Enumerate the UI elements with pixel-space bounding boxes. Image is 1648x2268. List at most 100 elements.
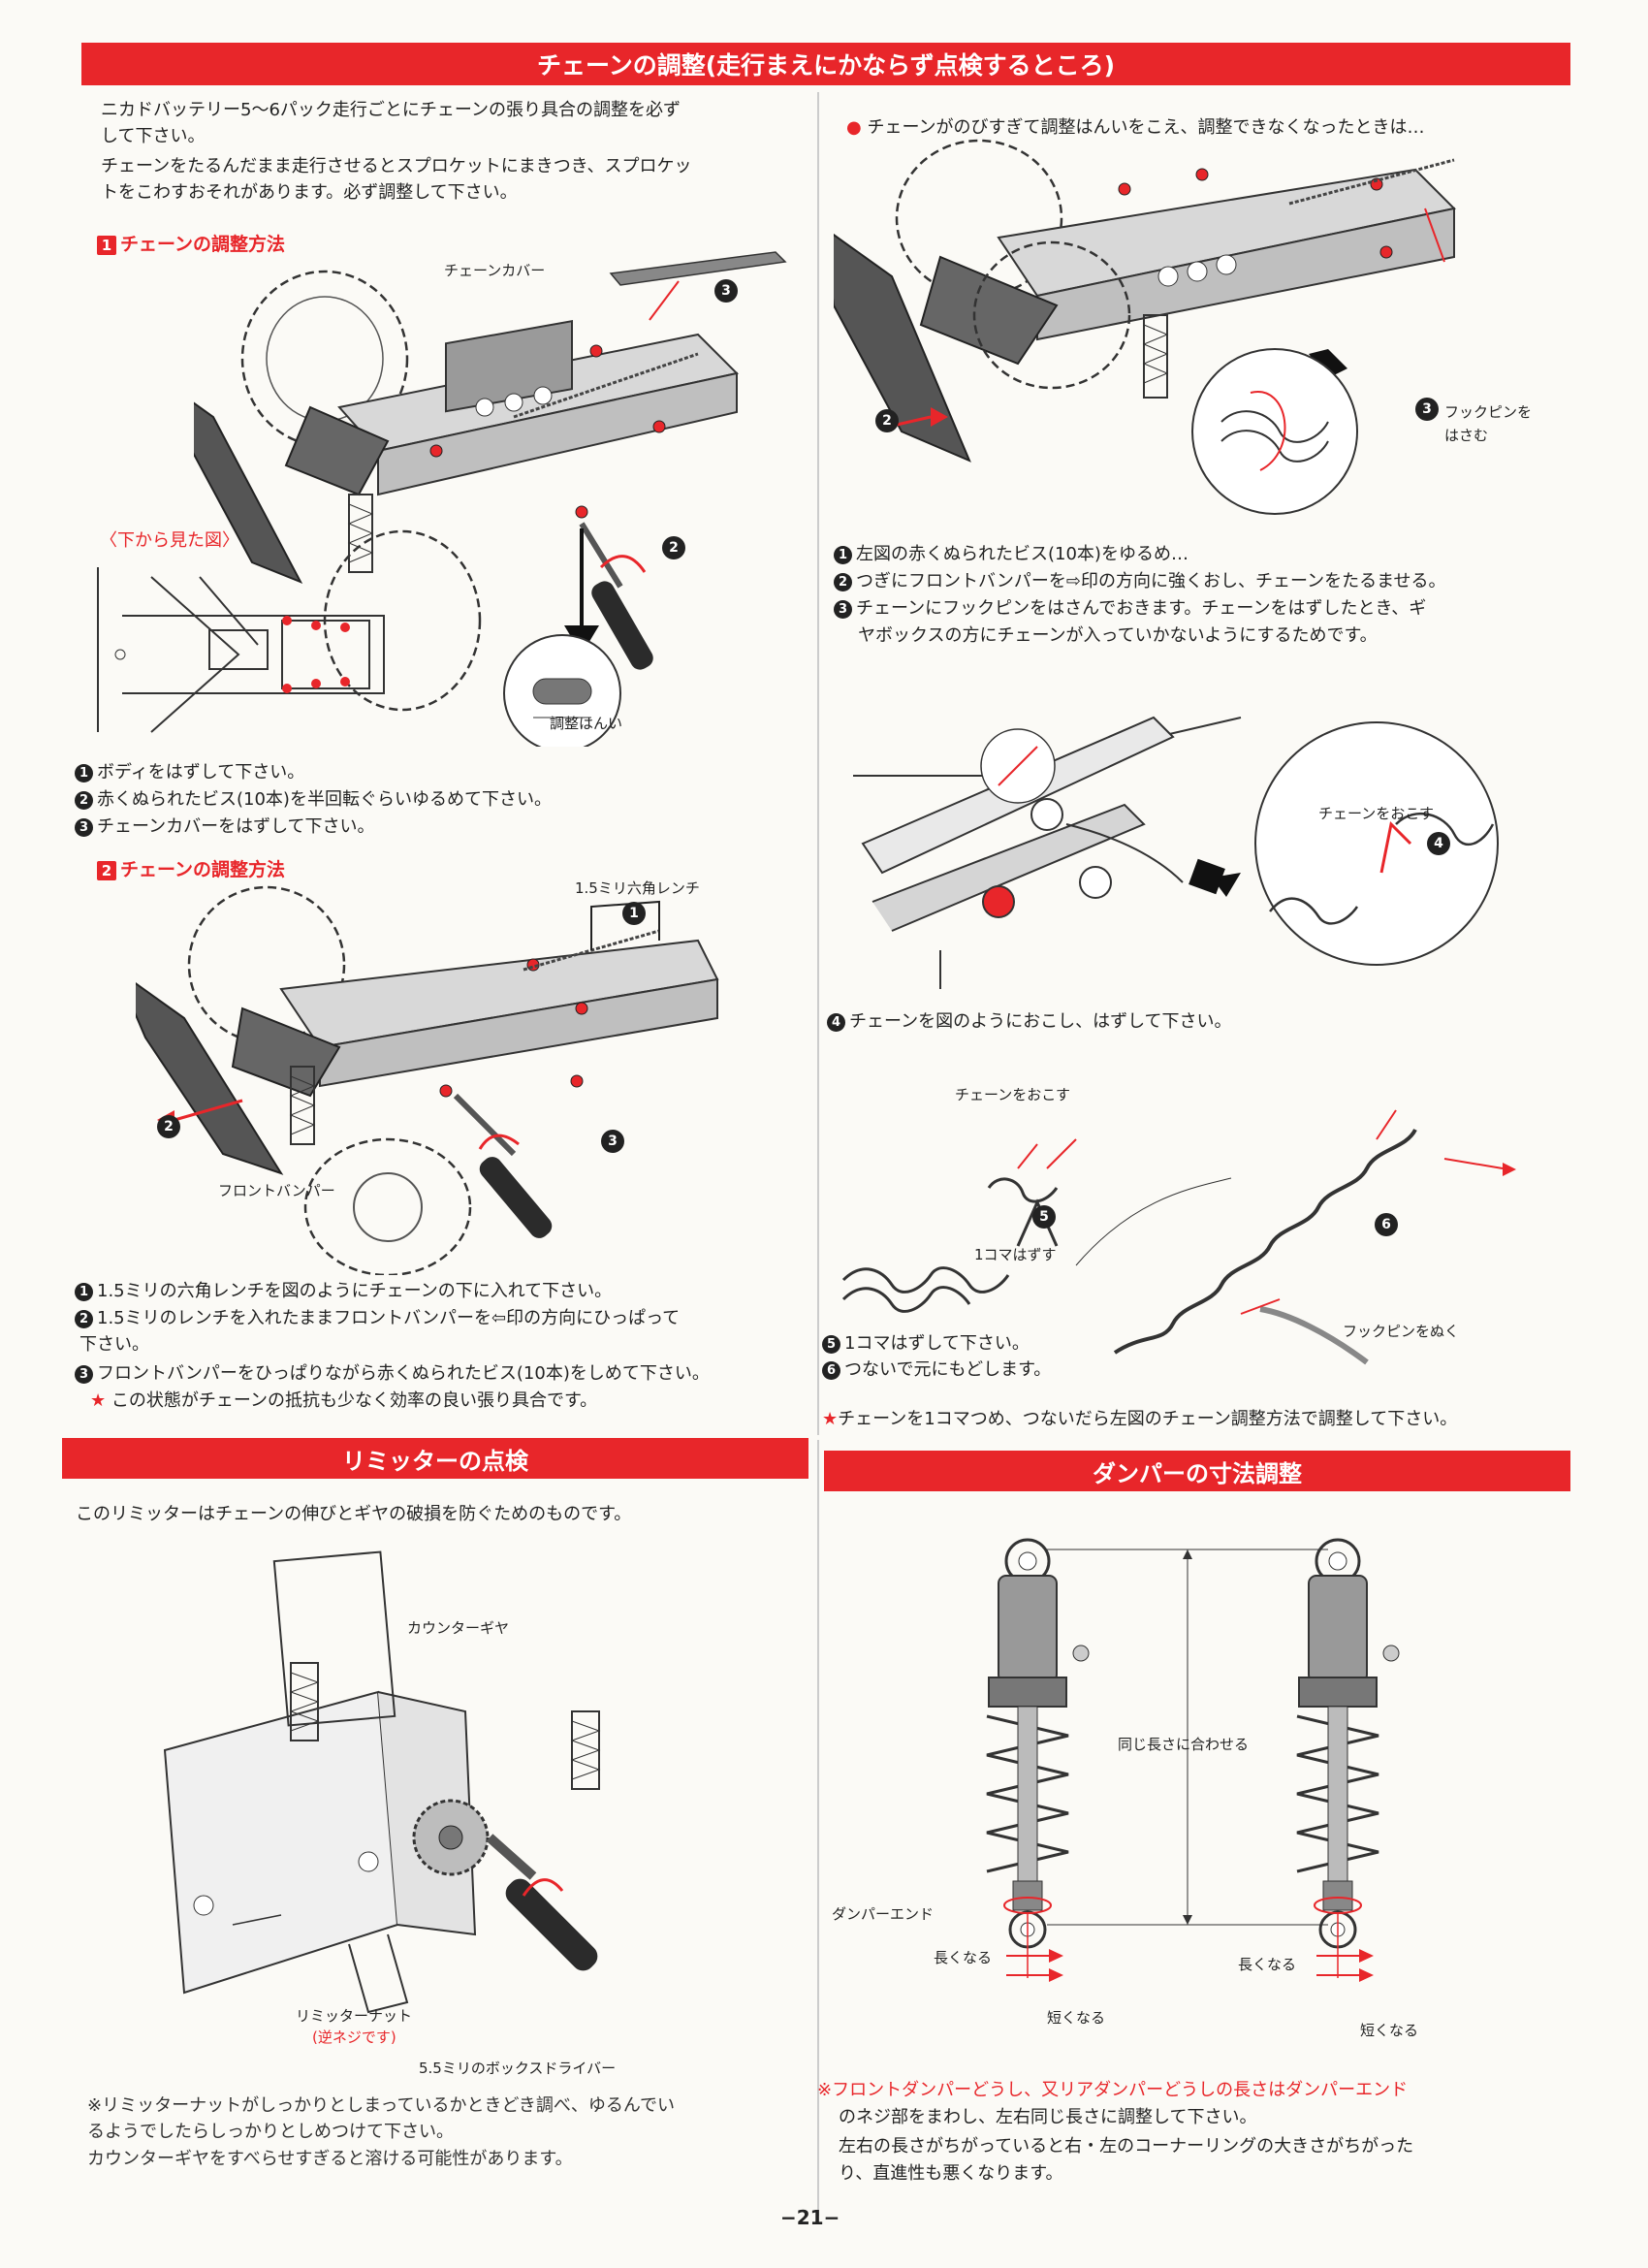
step-text: 1コマはずして下さい。: [844, 1333, 1030, 1354]
box-driver-label: 5.5ミリのボックスドライバー: [419, 2060, 617, 2077]
step-text: ボディをはずして下さい。: [97, 762, 305, 783]
section-header-chain: チェーンの調整(走行まえにかならず点検するところ): [81, 43, 1570, 85]
same-length-label: 同じ長さに合わせる: [1118, 1736, 1250, 1753]
step-number: 2: [834, 573, 852, 591]
bottom-view-diagram: [97, 567, 385, 733]
step-3-marker: 3: [601, 1130, 624, 1153]
section-title: チェーンの調整(走行まえにかならず点検するところ): [536, 51, 1116, 80]
step-text: 赤くぬられたビス(10本)を半回転ぐらいゆるめて下さい。: [97, 789, 552, 810]
intro-line: トをこわすおそれがあります。必ず調整して下さい。: [101, 182, 518, 203]
lead-text: チェーンがのびすぎて調整はんいをこえ、調整できなくなったときは…: [867, 117, 1425, 138]
step-item-continued: 下さい。: [79, 1334, 149, 1355]
star-icon: ★: [90, 1390, 107, 1411]
chain-cover-label: チェーンカバー: [444, 262, 546, 279]
adjust-range-label: 調整はんい: [550, 715, 623, 732]
step-6-marker: 6: [1375, 1213, 1398, 1236]
right-lead: ● チェーンがのびすぎて調整はんいをこえ、調整できなくなったときは…: [846, 114, 1425, 141]
step-text: 1.5ミリのレンチを入れたままフロントバンパーを⇦印の方向にひっぱって: [97, 1308, 681, 1328]
step-number: 2: [75, 791, 93, 810]
hook-pin-label: はさむ: [1444, 427, 1489, 444]
step-text: 左図の赤くぬられたビス(10本)をゆるめ…: [856, 544, 1188, 564]
limiter-note: カウンターギヤをすべらせすぎると溶ける可能性があります。: [87, 2149, 573, 2169]
step-text: チェーンを図のようにおこし、はずして下さい。: [849, 1011, 1232, 1032]
intro-line: ニカドバッテリー5〜6パック走行ごとにチェーンの張り具合の調整を必ず: [101, 100, 681, 120]
subsection-label: チェーンの調整方法: [120, 859, 286, 880]
subsection-label: チェーンの調整方法: [120, 234, 286, 255]
step-number: 5: [822, 1335, 840, 1354]
step-number: 1: [75, 764, 93, 783]
section-header-limiter: リミッターの点検: [62, 1438, 808, 1479]
chain-raise-label: チェーンをおこす: [955, 1086, 1070, 1103]
page-number: −21−: [780, 2206, 840, 2229]
damper-end-label: ダンパーエンド: [832, 1905, 935, 1923]
step-1-marker: 1: [622, 902, 646, 925]
shorter-label-right: 短くなる: [1360, 2022, 1419, 2039]
tip-text: この状態がチェーンの抵抗も少なく効率の良い張り具合です。: [111, 1390, 598, 1411]
limiter-illustration: [163, 1550, 601, 2014]
limiter-note: ※リミッターナットがしっかりとしまっているかときどき調べ、ゆるんでい: [87, 2095, 676, 2116]
star-icon: ★: [822, 1409, 839, 1429]
step-number: 6: [822, 1361, 840, 1380]
step-text: 1.5ミリの六角レンチを図のようにチェーンの下に入れて下さい。: [97, 1281, 613, 1301]
column-divider: [817, 92, 819, 1435]
step-text: つぎにフロントバンパーを⇨印の方向に強くおし、チェーンをたるませる。: [856, 571, 1446, 591]
limiter-note: るようでしたらしっかりとしめつけて下さい。: [87, 2122, 454, 2142]
step-3-marker: 3: [1415, 398, 1439, 421]
tip-note: ★チェーンを1コマつめ、つないだら左図のチェーン調整方法で調整して下さい。: [822, 1406, 1457, 1432]
subsection-number: 1: [97, 236, 116, 255]
remove-one-link-label: 1コマはずす: [974, 1246, 1057, 1263]
step-number: 1: [75, 1283, 93, 1301]
tip-text: チェーンを1コマつめ、つないだら左図のチェーン調整方法で調整して下さい。: [838, 1409, 1458, 1429]
limiter-intro: このリミッターはチェーンの伸びとギヤの破損を防ぐためのものです。: [76, 1504, 632, 1524]
shorter-label-left: 短くなる: [1047, 2009, 1106, 2027]
chassis-illustration-2: [136, 885, 719, 1275]
step-number: 2: [75, 1310, 93, 1328]
reverse-thread-label: (逆ネジです): [312, 2028, 396, 2046]
damper-note-text: ※フロントダンパーどうし、又リアダンパーどうしの長さはダンパーエンド: [817, 2080, 1409, 2100]
step-5-marker: 5: [1032, 1205, 1056, 1229]
section-title: リミッターの点検: [342, 1447, 528, 1475]
longer-label-right: 長くなる: [1238, 1956, 1297, 1973]
limiter-nut-label: リミッターナット: [296, 2007, 413, 2025]
intro-line: して下さい。: [101, 126, 206, 146]
column-divider: [817, 1440, 819, 2216]
intro-line: チェーンをたるんだまま走行させるとスプロケットにまきつき、スプロケッ: [101, 156, 692, 176]
step-number: 3: [75, 818, 93, 837]
longer-label-left: 長くなる: [934, 1949, 993, 1966]
step-2-marker: 2: [157, 1115, 180, 1138]
tip-note: ★ この状態がチェーンの抵抗も少なく効率の良い張り具合です。: [90, 1388, 597, 1414]
counter-gear-label: カウンターギヤ: [407, 1619, 510, 1637]
wrench-label: 1.5ミリ六角レンチ: [575, 879, 700, 897]
section-header-damper: ダンパーの寸法調整: [824, 1451, 1570, 1491]
subsection-number: 2: [97, 861, 116, 880]
chassis-illustration-1: [194, 251, 787, 747]
damper-illustration: [986, 1538, 1400, 1982]
chain-raise-illustration: [853, 716, 1499, 989]
section-title: ダンパーの寸法調整: [1093, 1459, 1302, 1487]
step-number: 1: [834, 546, 852, 564]
front-bumper-label: フロントバンパー: [218, 1182, 335, 1199]
bullet-icon: ●: [846, 117, 862, 138]
chassis-illustration-3: [834, 139, 1457, 515]
step-2-marker: 2: [662, 536, 685, 559]
chain-link-illustration: [841, 1109, 1516, 1365]
step-number: 3: [834, 600, 852, 619]
hook-pin-label: フックピンを: [1444, 403, 1533, 421]
damper-note: 左右の長さがちがっていると右・左のコーナーリングの大きさがちがった: [839, 2136, 1414, 2156]
step-text: つないで元にもどします。: [844, 1359, 1052, 1380]
damper-note: のネジ部をまわし、左右同じ長さに調整して下さい。: [839, 2107, 1257, 2127]
step-number: 4: [827, 1013, 845, 1032]
chain-raise-label: チェーンをおこす: [1318, 805, 1434, 822]
